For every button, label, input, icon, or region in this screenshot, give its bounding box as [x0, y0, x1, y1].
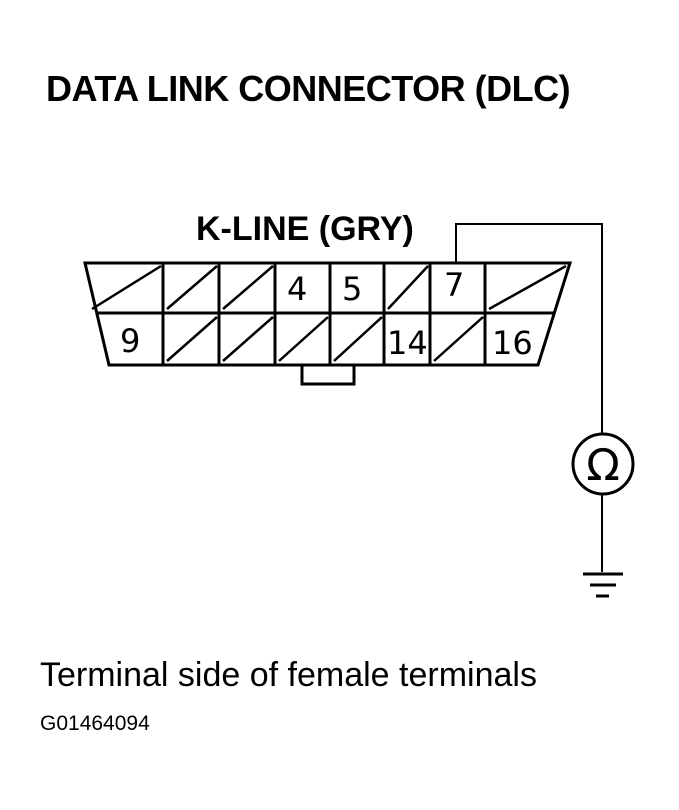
connector-body: [83, 261, 573, 367]
figure-id: G01464094: [40, 712, 150, 735]
pin-labels: 4 5 7 9 14 16: [120, 266, 533, 362]
ground-icon: [583, 572, 623, 598]
pin-label-14: 14: [387, 324, 428, 362]
pin-label-7: 7: [444, 266, 464, 304]
column-dividers: [161, 263, 487, 365]
pin-label-5: 5: [342, 270, 362, 308]
diagram-title: DATA LINK CONNECTOR (DLC): [46, 68, 571, 109]
k-line-label: K-LINE (GRY): [196, 210, 414, 248]
ohmmeter-icon: Ω: [571, 432, 635, 496]
unused-cavity-marks: [91, 264, 567, 362]
pin-label-9: 9: [120, 322, 140, 360]
pin-label-4: 4: [287, 270, 307, 308]
pin-label-16: 16: [492, 324, 533, 362]
ohm-symbol: Ω: [586, 440, 620, 491]
connector-lock-tab: [300, 363, 356, 386]
caption: Terminal side of female terminals: [40, 656, 537, 694]
test-lead: [455, 223, 603, 572]
